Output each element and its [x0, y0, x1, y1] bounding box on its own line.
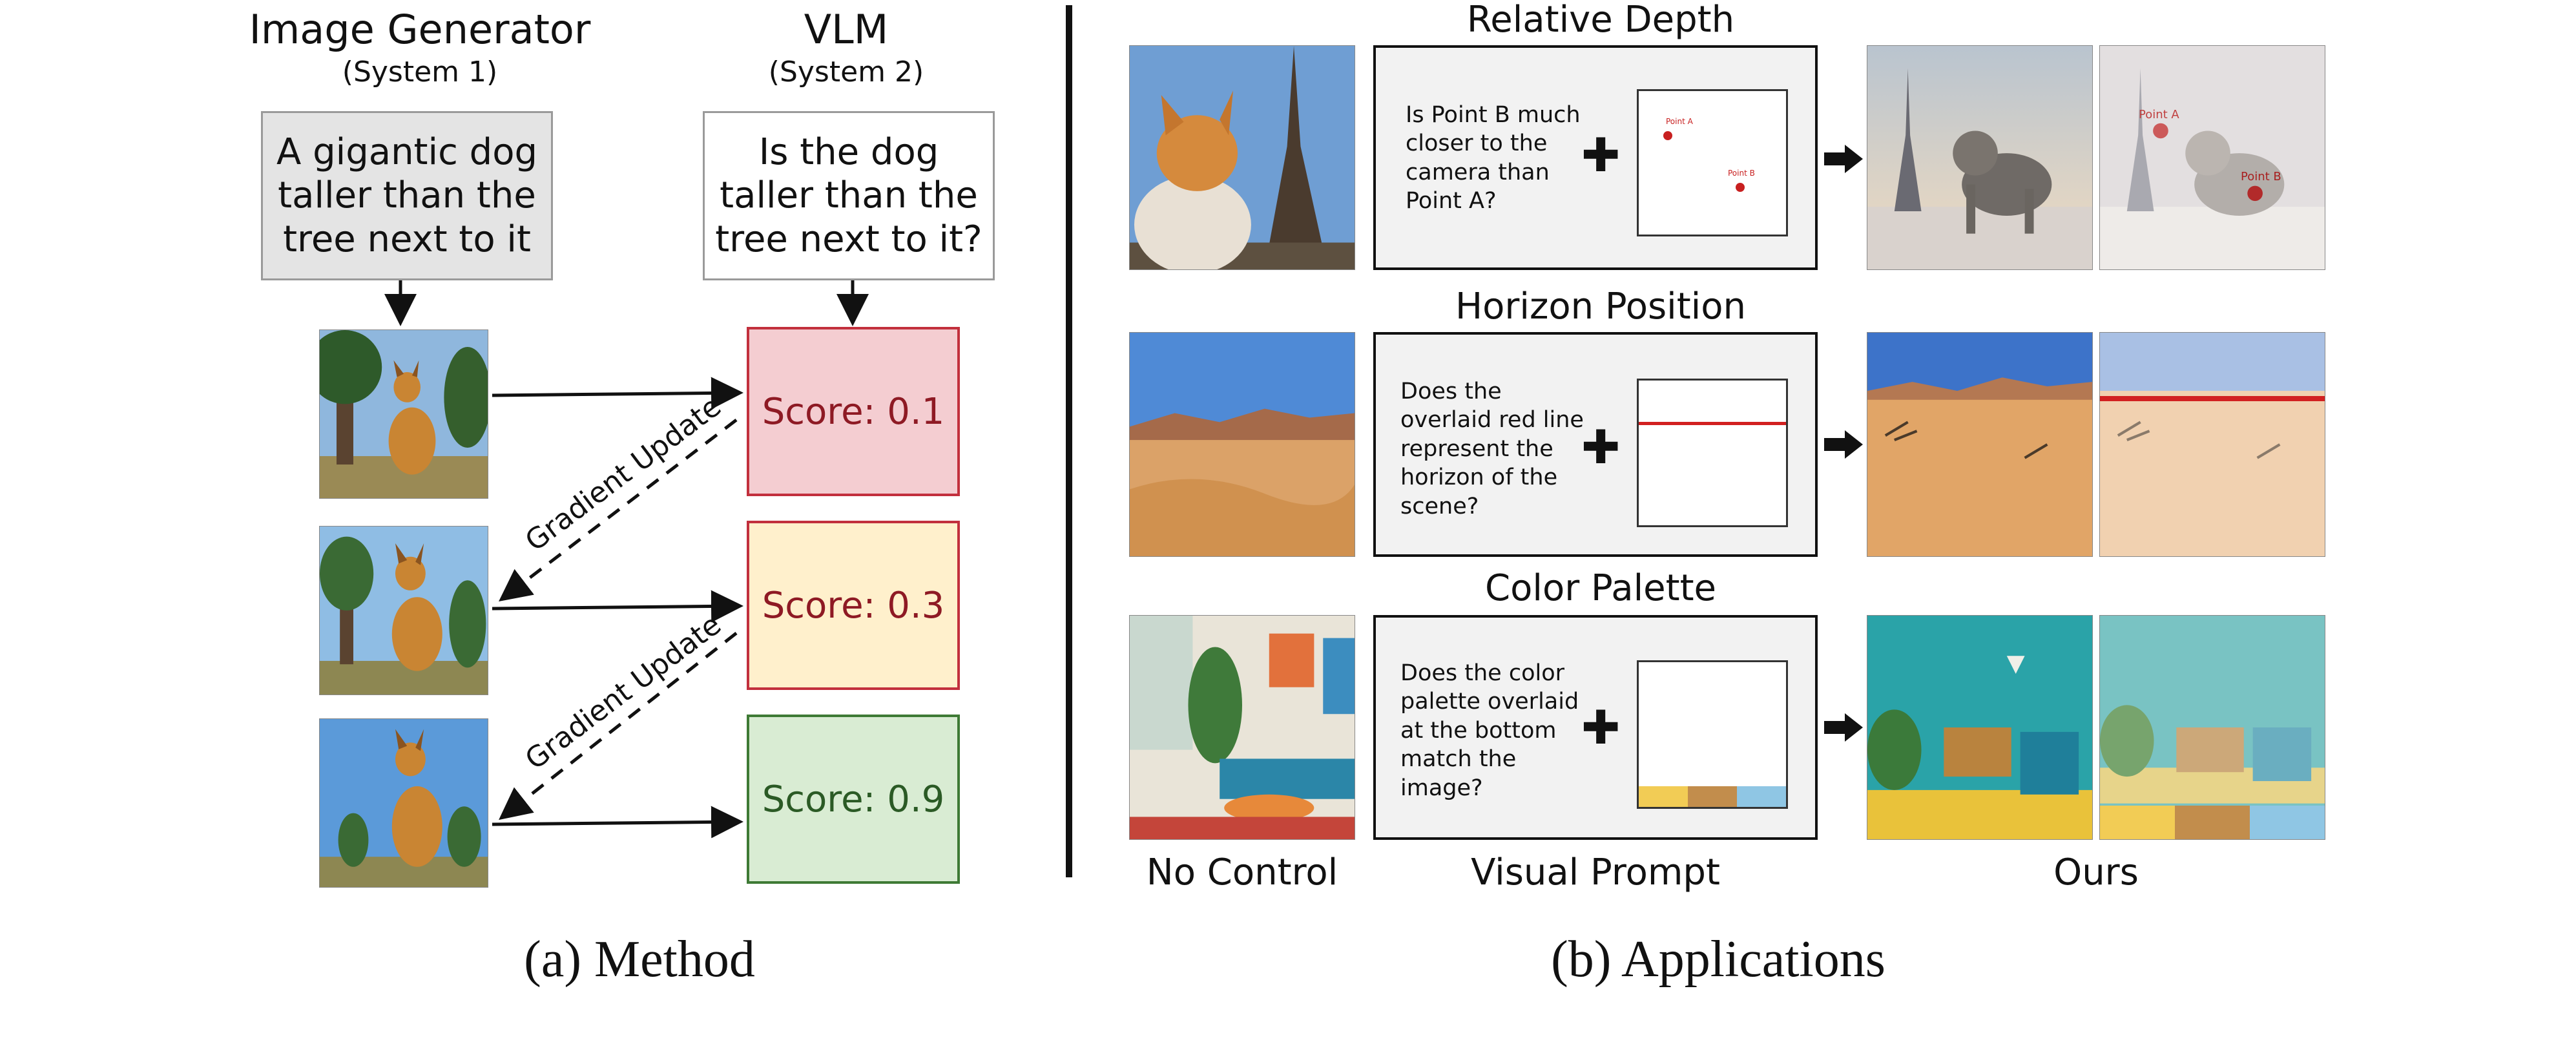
depth-point-canvas: Point A Point B [1637, 89, 1788, 236]
palette-question: Does the color palette overlaid at the b… [1400, 660, 1579, 801]
palette-no-control-image [1129, 615, 1355, 840]
overlay-palette-strip [2100, 806, 2325, 839]
horizon-plus-icon: ✚ [1581, 420, 1621, 474]
overlay-point-a-label: Point A [2139, 108, 2179, 121]
depth-no-control-image [1129, 45, 1355, 270]
depth-plus-icon: ✚ [1581, 128, 1621, 182]
generated-dog-image-1 [319, 329, 488, 499]
depth-result-arrow [1824, 145, 1863, 173]
relative-depth-title: Relative Depth [1466, 0, 1735, 41]
palette-ours-overlay-image [2099, 615, 2325, 840]
overlay-point-b-label: Point B [2241, 170, 2281, 183]
horizon-red-line [1639, 422, 1786, 425]
depth-question: Is Point B much closer to the camera tha… [1406, 102, 1581, 214]
score-value-low: Score: 0.1 [762, 390, 945, 433]
ours-column-label: Ours [2053, 851, 2139, 893]
image-generator-subtitle: (System 1) [342, 56, 498, 89]
horizon-result-arrow [1824, 430, 1863, 459]
depth-visual-prompt-box: Is Point B much closer to the camera tha… [1373, 45, 1818, 270]
point-a-label: Point A [1666, 117, 1693, 126]
image3-to-score-arrow [492, 806, 743, 839]
score-value-mid: Score: 0.3 [762, 584, 945, 627]
image1-to-score-arrow [492, 377, 743, 410]
horizon-overlay-red-line [2100, 396, 2325, 401]
visual-prompt-column-label: Visual Prompt [1471, 851, 1720, 893]
horizon-visual-prompt-box: Does the overlaid red line represent the… [1373, 332, 1818, 557]
palette-swatch-3 [1737, 786, 1786, 807]
horizon-ours-overlay-image [2099, 332, 2325, 557]
horizon-no-control-image [1129, 332, 1355, 557]
score-box-mid: Score: 0.3 [747, 521, 960, 690]
generator-prompt-text: A gigantic dog taller than the tree next… [276, 131, 538, 260]
vlm-subtitle: (System 2) [768, 56, 924, 89]
palette-plus-icon: ✚ [1581, 700, 1621, 755]
horizon-position-title: Horizon Position [1455, 286, 1746, 328]
score-box-low: Score: 0.1 [747, 327, 960, 496]
depth-ours-overlay-image: Point A Point B [2099, 45, 2325, 270]
gradient-update-arrow-2 [499, 632, 738, 820]
generated-dog-image-3 [319, 718, 488, 888]
image-generator-title: Image Generator [249, 6, 591, 53]
section-divider [1066, 5, 1072, 877]
no-control-column-label: No Control [1146, 851, 1338, 893]
palette-swatch-2 [1688, 786, 1737, 807]
palette-ours-image [1867, 615, 2093, 840]
point-b-label: Point B [1728, 169, 1755, 178]
point-b-marker [1736, 183, 1745, 192]
palette-canvas [1637, 660, 1788, 809]
overlay-palette-swatch-1 [2100, 806, 2175, 839]
point-a-marker [1663, 131, 1672, 140]
score-box-high: Score: 0.9 [747, 715, 960, 884]
vlm-question-text: Is the dog taller than the tree next to … [715, 131, 982, 260]
generated-dog-image-2 [319, 526, 488, 695]
vlm-title: VLM [804, 6, 889, 53]
horizon-ours-image [1867, 332, 2093, 557]
horizon-question: Does the overlaid red line represent the… [1400, 379, 1584, 519]
method-caption: (a) Method [524, 931, 755, 988]
generator-prompt-box: A gigantic dog taller than the tree next… [261, 111, 553, 280]
palette-strip [1639, 786, 1786, 807]
overlay-palette-swatch-3 [2250, 806, 2325, 839]
overlay-palette-swatch-2 [2175, 806, 2250, 839]
gradient-update-arrow-1 [499, 419, 738, 602]
score-value-high: Score: 0.9 [762, 778, 945, 820]
color-palette-title: Color Palette [1485, 567, 1716, 609]
palette-result-arrow [1824, 713, 1863, 742]
horizon-line-canvas [1637, 379, 1788, 527]
palette-swatch-1 [1639, 786, 1688, 807]
palette-visual-prompt-box: Does the color palette overlaid at the b… [1373, 615, 1818, 840]
depth-ours-image [1867, 45, 2093, 270]
method-arrows [384, 280, 869, 839]
image2-to-score-arrow [492, 590, 743, 623]
vlm-question-box: Is the dog taller than the tree next to … [703, 111, 995, 280]
applications-caption: (b) Applications [1551, 931, 1885, 988]
